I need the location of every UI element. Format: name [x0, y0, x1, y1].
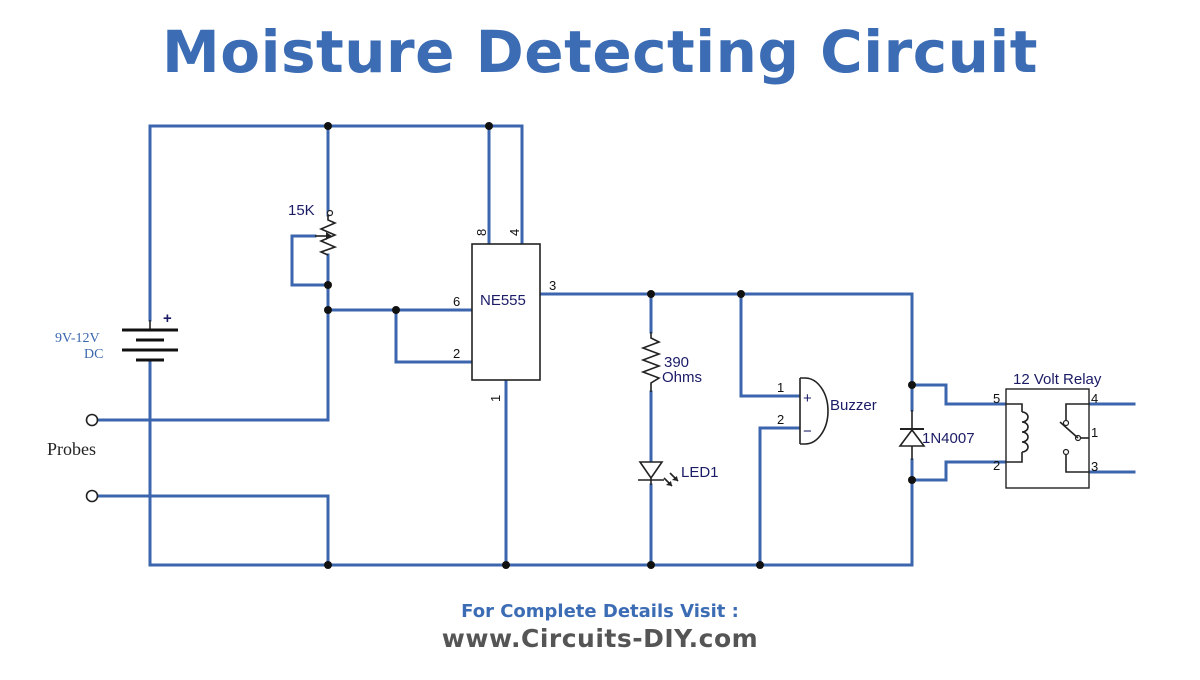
relay-pin-5: 5 [993, 391, 1000, 406]
footer-visit-label: For Complete Details Visit : [461, 601, 739, 622]
wires [96, 124, 1136, 567]
ic-pin-4: 4 [507, 229, 522, 236]
relay-symbol: 12 Volt Relay 5 2 4 1 3 [993, 371, 1102, 489]
ic-pin-1: 1 [488, 395, 503, 402]
junction-dots [324, 122, 916, 569]
diode-label: 1N4007 [922, 430, 975, 447]
footer-website-link[interactable]: www.Circuits-DIY.com [441, 624, 759, 653]
relay-label: 12 Volt Relay [1013, 371, 1102, 388]
potentiometer-symbol: 15K [288, 202, 338, 256]
relay-pin-4: 4 [1091, 391, 1098, 406]
probe-terminal-1 [85, 413, 99, 427]
buzzer-label: Buzzer [830, 397, 877, 414]
buzzer-pin-2: 2 [777, 412, 784, 427]
buzzer-symbol: + − 1 2 Buzzer [777, 377, 877, 445]
probes-label: Probes [47, 439, 96, 459]
battery-plus-label: + [163, 310, 172, 327]
pot-value-label: 15K [288, 202, 315, 219]
supply-dc-label: DC [84, 347, 103, 362]
diode-symbol: 1N4007 [898, 410, 975, 460]
probe-terminal-2 [85, 489, 99, 503]
led-symbol: LED1 [638, 461, 719, 487]
ic-pin-6: 6 [453, 294, 460, 309]
ic-pin-8: 8 [474, 229, 489, 236]
relay-pin-1: 1 [1091, 425, 1098, 440]
resistor-value-label: 390 [664, 354, 689, 371]
supply-voltage-label: 9V-12V [55, 331, 100, 346]
page-title: Moisture Detecting Circuit [162, 18, 1038, 86]
buzzer-plus-label: + [803, 390, 812, 407]
relay-pin-3: 3 [1091, 459, 1098, 474]
buzzer-pin-1: 1 [777, 380, 784, 395]
relay-pin-2: 2 [993, 458, 1000, 473]
resistor-unit-label: Ohms [662, 369, 702, 386]
ic-pin-2: 2 [453, 346, 460, 361]
ic-pin-3: 3 [549, 278, 556, 293]
resistor-symbol: 390 Ohms [640, 332, 702, 392]
probes: Probes [47, 413, 99, 503]
battery-symbol: + 9V-12V DC [55, 310, 178, 362]
ic-name-label: NE555 [480, 292, 526, 309]
buzzer-minus-label: − [803, 423, 812, 440]
ne555-chip: NE555 8 4 6 2 3 1 [453, 229, 556, 402]
led-label: LED1 [681, 464, 719, 481]
